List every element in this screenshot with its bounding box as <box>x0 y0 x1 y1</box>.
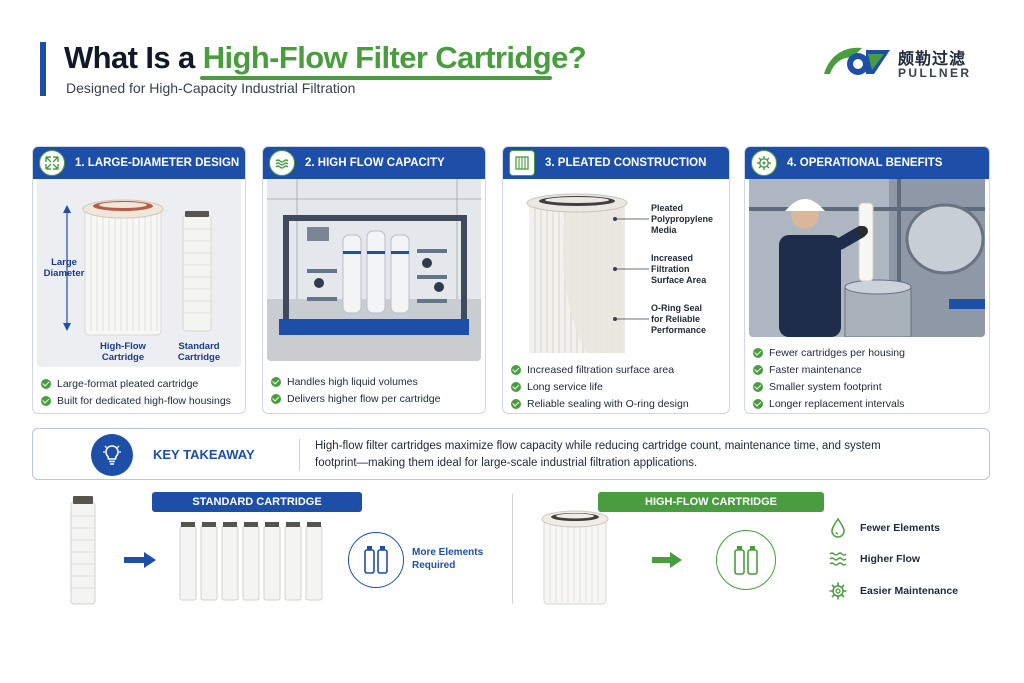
check-icon <box>511 398 521 409</box>
card-header: 3. PLEATED CONSTRUCTION <box>503 147 729 179</box>
high-flow-cartridge-pill: HIGH-FLOW CARTRIDGE <box>598 492 824 512</box>
list-item: Handles high liquid volumes <box>271 373 481 390</box>
title-prefix: What Is a <box>64 40 203 75</box>
card-header: 2. HIGH FLOW CAPACITY <box>263 147 485 179</box>
card-title: 3. PLEATED CONSTRUCTION <box>545 157 707 169</box>
list-item: Longer replacement intervals <box>753 395 985 412</box>
list-item: Long service life <box>511 378 725 395</box>
standard-cartridge-pill: STANDARD CARTRIDGE <box>152 492 362 512</box>
arrow-right-icon <box>124 552 156 568</box>
takeaway-text: High-flow filter cartridges maximize flo… <box>315 440 881 469</box>
title-underline <box>200 76 552 80</box>
card-bullets: Increased filtration surface area Long s… <box>511 361 725 412</box>
list-item: Reliable sealing with O-ring design <box>511 395 725 412</box>
card-header: 4. OPERATIONAL BENEFITS <box>745 147 989 179</box>
check-icon <box>271 376 281 387</box>
key-takeaway-panel: KEY TAKEAWAY High-flow filter cartridges… <box>32 428 990 480</box>
list-item: Increased filtration surface area <box>511 361 725 378</box>
water-waves-icon <box>269 150 295 176</box>
card-title: 4. OPERATIONAL BENEFITS <box>787 157 943 169</box>
list-item: Built for dedicated high-flow housings <box>41 392 241 409</box>
pleated-media-illustration <box>507 179 725 355</box>
benefit-fewer-elements: Fewer Elements <box>828 517 940 539</box>
comparison-divider <box>512 494 513 604</box>
more-elements-icon <box>348 532 404 588</box>
fewer-elements-icon <box>716 530 776 590</box>
brand-name-cn: 颇勒过滤 <box>898 51 967 68</box>
check-icon <box>271 393 281 404</box>
water-drops-icon <box>831 517 845 538</box>
card-high-flow-capacity: 2. HIGH FLOW CAPACITY Handles high liqui… <box>262 146 486 414</box>
filtration-skid-photo <box>267 179 481 361</box>
filter-pleat-icon <box>509 150 535 176</box>
high-flow-cartridge-label: High-Flow Cartridge <box>100 341 146 363</box>
check-icon <box>511 364 521 375</box>
gear-icon <box>751 150 777 176</box>
technician-photo <box>749 179 985 337</box>
takeaway-label: KEY TAKEAWAY <box>153 447 255 462</box>
arrow-right-icon <box>652 552 682 568</box>
standard-cartridge-image <box>70 496 96 605</box>
lightbulb-icon <box>91 434 133 476</box>
multiple-standard-cartridges-image <box>179 522 323 601</box>
check-icon <box>753 347 763 358</box>
callout-pleated-media: Pleated Polypropylene Media <box>651 203 714 235</box>
takeaway-divider <box>299 439 300 471</box>
card-pleated-construction: 3. PLEATED CONSTRUCTION Pleated Polyprop… <box>502 146 730 414</box>
list-item: Smaller system footprint <box>753 378 985 395</box>
list-item: Fewer cartridges per housing <box>753 344 985 361</box>
card-title: 2. HIGH FLOW CAPACITY <box>305 157 445 169</box>
brand-name-en: PULLNER <box>898 66 972 80</box>
card-operational-benefits: 4. OPERATIONAL BENEFITS Fewer cartridges… <box>744 146 990 414</box>
title-highlight: High-Flow Filter Cartridge? <box>202 40 587 75</box>
check-icon <box>753 398 763 409</box>
list-item: Large-format pleated cartridge <box>41 375 241 392</box>
pullner-logo-icon <box>824 47 890 75</box>
card-header: 1. LARGE-DIAMETER DESIGN <box>33 147 245 179</box>
card-bullets: Fewer cartridges per housing Faster main… <box>753 344 985 412</box>
large-diameter-label: Large Diameter <box>43 257 85 279</box>
expand-arrows-icon <box>39 150 65 176</box>
check-icon <box>41 395 51 406</box>
benefit-higher-flow: Higher Flow <box>828 549 920 569</box>
check-icon <box>753 381 763 392</box>
flow-waves-icon <box>829 552 847 566</box>
card-title: 1. LARGE-DIAMETER DESIGN <box>75 157 240 169</box>
list-item: Faster maintenance <box>753 361 985 378</box>
callout-surface-area: Increased Filtration Surface Area <box>651 253 707 285</box>
benefit-easier-maintenance: Easier Maintenance <box>828 580 958 602</box>
callout-o-ring: O-Ring Seal for Reliable Performance <box>651 303 707 335</box>
cartridge-size-illustration <box>37 179 241 367</box>
more-elements-text: More Elements Required <box>412 547 484 571</box>
gear-icon <box>829 582 847 600</box>
check-icon <box>41 378 51 389</box>
check-icon <box>753 364 763 375</box>
title-accent-bar <box>40 42 46 96</box>
page-subtitle: Designed for High-Capacity Industrial Fi… <box>66 80 356 96</box>
check-icon <box>511 381 521 392</box>
standard-cartridge-label: Standard Cartridge <box>177 341 221 363</box>
list-item: Delivers higher flow per cartridge <box>271 390 481 407</box>
page-title: What Is a High-Flow Filter Cartridge? <box>64 40 587 76</box>
card-bullets: Large-format pleated cartridge Built for… <box>41 375 241 409</box>
card-bullets: Handles high liquid volumes Delivers hig… <box>271 373 481 407</box>
high-flow-cartridge-image <box>541 510 609 605</box>
card-large-diameter: 1. LARGE-DIAMETER DESIGN Large Diameter … <box>32 146 246 414</box>
